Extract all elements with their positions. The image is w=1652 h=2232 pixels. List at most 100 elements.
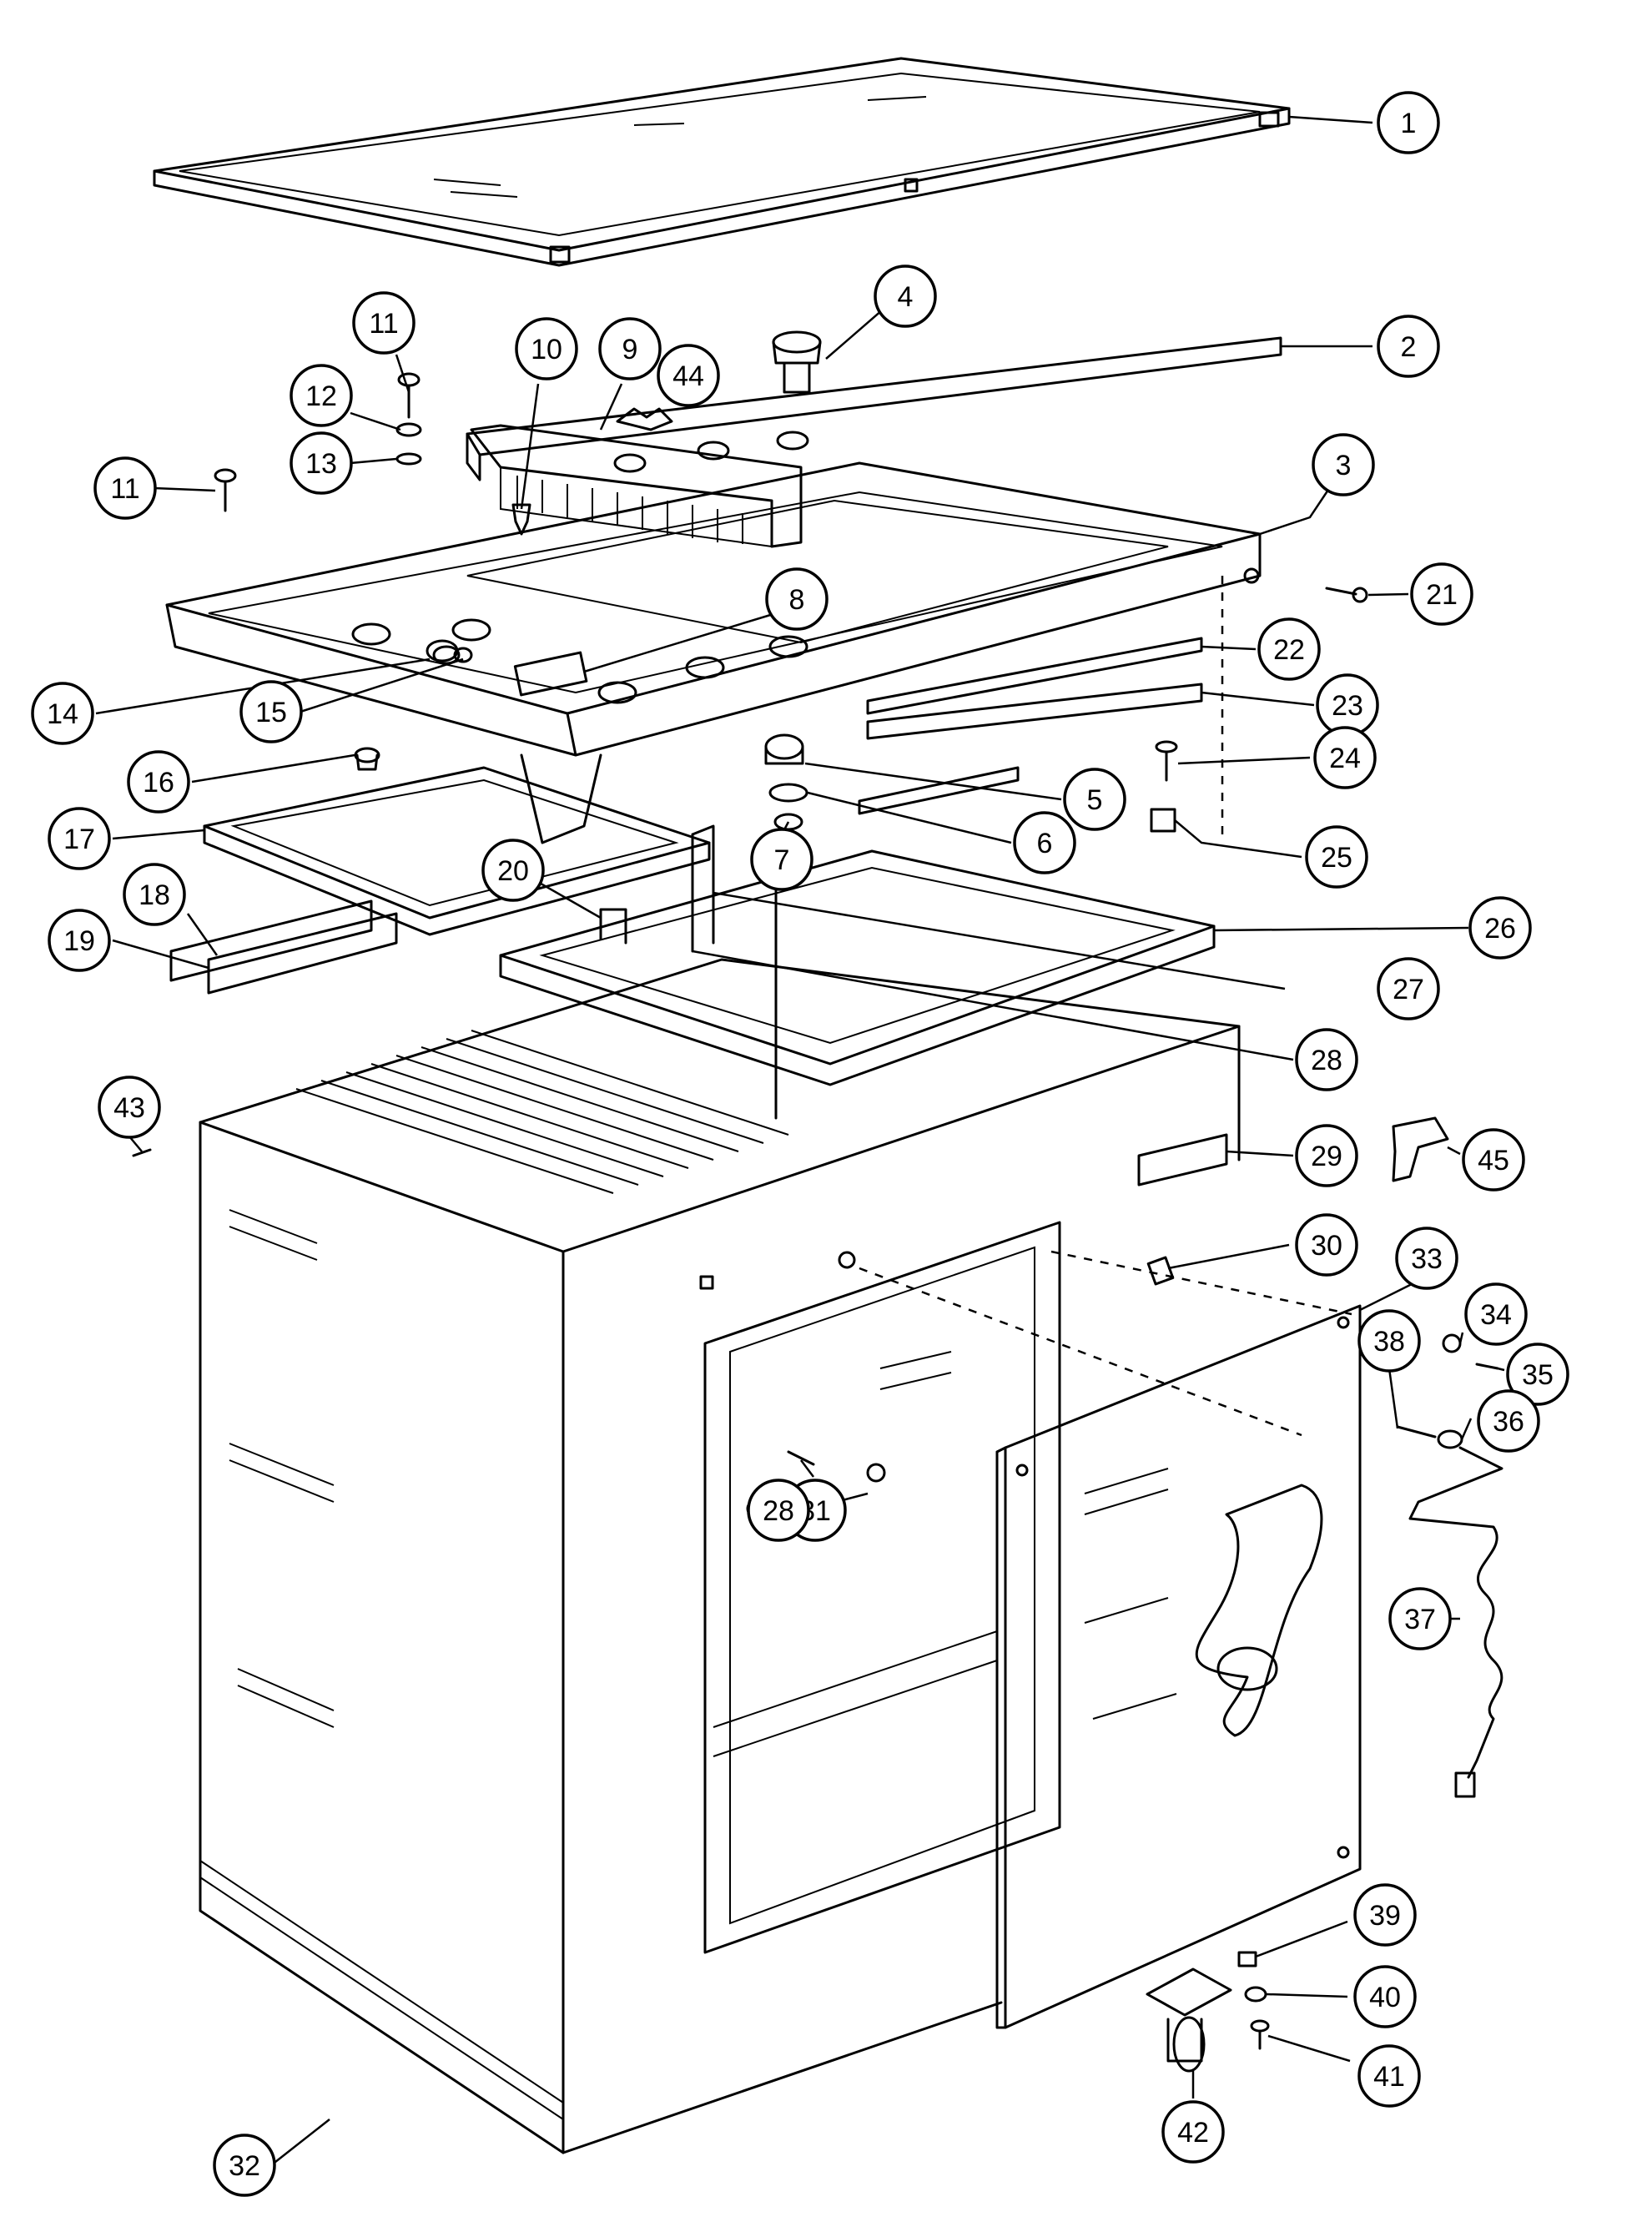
callout-22: 22: [1257, 617, 1321, 681]
callout-circle: [127, 750, 190, 814]
callout-3: 3: [1312, 433, 1375, 496]
callout-11: 11: [352, 291, 416, 355]
callout-17: 17: [48, 807, 111, 870]
callout-5: 5: [1063, 768, 1126, 831]
callout-18: 18: [123, 863, 186, 926]
screw-31: [787, 1450, 815, 1466]
callout-41: 41: [1357, 2044, 1421, 2108]
callout-number: 38: [1373, 1326, 1405, 1358]
callout-number: 21: [1426, 579, 1458, 611]
callout-14: 14: [31, 682, 94, 745]
callout-number: 27: [1393, 974, 1424, 1005]
callout-number: 40: [1369, 1982, 1401, 2013]
callout-28: 28: [747, 1479, 810, 1542]
bushing-5: [764, 733, 804, 765]
callout-circle: [1477, 1389, 1540, 1453]
callout-circle: [747, 1479, 810, 1542]
callout-10: 10: [515, 317, 578, 380]
callout-16: 16: [127, 750, 190, 814]
callout-number: 42: [1177, 2117, 1209, 2149]
callout-13: 13: [290, 431, 353, 495]
callout-37: 37: [1388, 1587, 1452, 1650]
callout-4: 4: [874, 265, 937, 328]
callout-circle: [1295, 1124, 1358, 1187]
callout-circle: [1353, 1965, 1417, 2028]
callout-number: 41: [1373, 2061, 1405, 2093]
callout-circle: [874, 265, 937, 328]
callout-number: 18: [139, 879, 170, 911]
latch-29: [1137, 1133, 1228, 1187]
elbow-45: [1392, 1116, 1449, 1182]
callout-21: 21: [1410, 562, 1473, 626]
channel-bracket: [470, 424, 803, 548]
callout-25: 25: [1305, 825, 1368, 889]
callout-circle: [1353, 1883, 1417, 1947]
callout-circle: [1395, 1227, 1458, 1290]
callout-circle: [1305, 825, 1368, 889]
callout-number: 1: [1401, 108, 1417, 139]
callout-number: 15: [255, 697, 287, 728]
callout-circle: [765, 567, 829, 631]
callout-number: 45: [1478, 1145, 1509, 1176]
callout-number: 7: [774, 844, 790, 876]
gasket-frame-17: [203, 766, 711, 936]
pin-43: [132, 1148, 152, 1157]
callout-number: 2: [1401, 331, 1417, 363]
callout-circle: [1506, 1343, 1569, 1406]
pointed-screw: [511, 503, 531, 536]
callout-28: 28: [1295, 1028, 1358, 1091]
callout-circle: [1464, 1282, 1528, 1346]
callout-number: 3: [1336, 450, 1352, 481]
power-cord: [1396, 1425, 1503, 1798]
callout-42: 42: [1161, 2100, 1225, 2164]
callout-number: 39: [1369, 1900, 1401, 1932]
callout-number: 34: [1480, 1299, 1512, 1331]
callout-number: 10: [531, 334, 562, 365]
rail-23: [866, 683, 1203, 740]
callout-number: 26: [1484, 913, 1516, 945]
caster-42: [1146, 1967, 1232, 2073]
callout-39: 39: [1353, 1883, 1417, 1947]
callout-circle: [1468, 896, 1532, 960]
screw-21: [1325, 587, 1357, 596]
wire-handle-20: [599, 908, 627, 945]
callout-number: 36: [1493, 1406, 1524, 1438]
bolt-41: [1250, 2019, 1270, 2050]
callout-circle: [1063, 768, 1126, 831]
panel-18: [169, 899, 373, 982]
callout-number: 35: [1522, 1359, 1554, 1391]
callout-circle: [1013, 811, 1076, 874]
clip-30: [1146, 1256, 1175, 1286]
callout-12: 12: [290, 364, 353, 427]
callout-number: 12: [305, 380, 337, 412]
callout-circle: [1377, 91, 1440, 154]
callout-20: 20: [481, 839, 545, 902]
screw-24: [1155, 740, 1178, 782]
main-cabinet: [199, 958, 1241, 2154]
callout-number: 25: [1321, 842, 1352, 874]
callout-circle: [1161, 2100, 1225, 2164]
callout-circle: [213, 2134, 276, 2197]
callout-circle: [1357, 2044, 1421, 2108]
callout-number: 24: [1329, 743, 1361, 774]
callout-27: 27: [1377, 957, 1440, 1020]
callout-number: 5: [1087, 784, 1103, 816]
slide-5: [858, 766, 1020, 815]
washer-12: [395, 422, 422, 437]
callout-number: 44: [672, 360, 704, 392]
callout-number: 14: [47, 698, 78, 730]
callout-circle: [239, 680, 303, 743]
callout-circle: [598, 317, 662, 380]
plug-16: [354, 747, 380, 771]
callout-number: 28: [763, 1495, 794, 1527]
rail-22: [866, 637, 1203, 715]
callout-number: 43: [113, 1092, 145, 1124]
washer-15: [453, 647, 473, 663]
callout-number: 16: [143, 767, 174, 799]
control-panel-strip: [466, 336, 1282, 481]
washer-6: [768, 783, 808, 803]
leader-lines: [95, 115, 1505, 2166]
callout-15: 15: [239, 680, 303, 743]
